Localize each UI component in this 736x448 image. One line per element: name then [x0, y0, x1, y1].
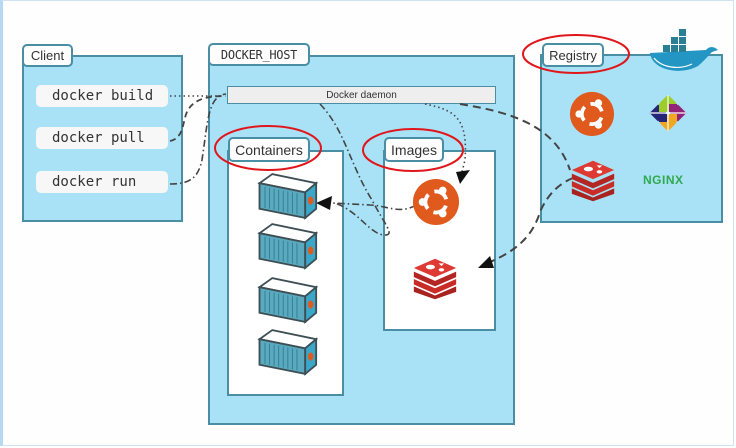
docker-build-command: docker build [36, 85, 168, 107]
images-panel [383, 150, 496, 331]
docker-host-label: DOCKER_HOST [208, 43, 310, 66]
containers-label: Containers [228, 137, 310, 162]
docker-daemon-bar: Docker daemon [227, 86, 496, 104]
docker-pull-command: docker pull [36, 127, 168, 149]
nginx-logo: NGINX [643, 173, 684, 187]
docker-run-command: docker run [36, 171, 168, 193]
containers-panel [227, 150, 344, 396]
registry-panel [540, 54, 723, 223]
client-label: Client [22, 44, 73, 67]
registry-label: Registry [542, 43, 604, 67]
images-label: Images [384, 137, 444, 162]
